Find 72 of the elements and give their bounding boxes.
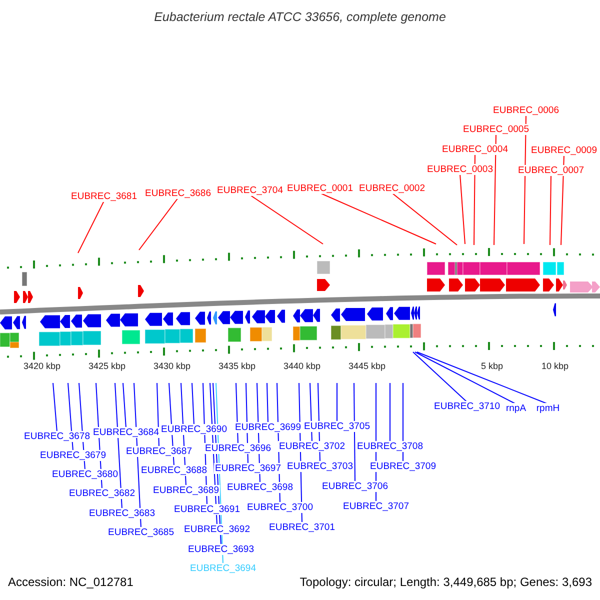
gene-label: EUBREC_3689 — [152, 485, 220, 496]
gene-label: rpmH — [535, 403, 561, 414]
scale-label: 3440 kbp — [283, 361, 321, 372]
gene-label: EUBREC_3698 — [226, 482, 294, 493]
scale-label: 5 kbp — [480, 361, 504, 372]
leader-line — [138, 198, 178, 250]
gene-label: EUBREC_3681 — [70, 191, 138, 202]
gene-label: EUBREC_0009 — [530, 145, 598, 156]
scale-label: 3430 kbp — [153, 361, 191, 372]
leader-line — [560, 154, 564, 246]
gene-label: EUBREC_3686 — [144, 188, 212, 199]
leader-line — [250, 194, 324, 244]
gene-label: EUBREC_3691 — [173, 504, 241, 515]
gene-label: EUBREC_0001 — [286, 183, 354, 194]
leader-line — [550, 174, 552, 246]
gene-label: EUBREC_0002 — [358, 183, 426, 194]
accession-text: Accession: NC_012781 — [8, 575, 134, 589]
gene-label: EUBREC_3705 — [303, 421, 371, 432]
gene-label: EUBREC_3706 — [321, 481, 389, 492]
gene-label: EUBREC_3708 — [356, 441, 424, 452]
gene-label: EUBREC_0005 — [462, 124, 530, 135]
genome-info-text: Topology: circular; Length: 3,449,685 bp; Genes: 3,693 — [300, 575, 592, 589]
gene-label: EUBREC_3680 — [51, 469, 119, 480]
leader-line — [122, 382, 126, 428]
gene-label: EUBREC_3693 — [187, 544, 255, 555]
leader-line — [460, 174, 466, 244]
gene-label: EUBREC_3703 — [286, 461, 354, 472]
scale-label: 3435 kbp — [218, 361, 256, 372]
leader-line — [494, 134, 496, 246]
chart-title: Eubacterium rectale ATCC 33656, complete genome — [153, 10, 447, 24]
scale-label: 3420 kbp — [23, 361, 61, 372]
gene-label: EUBREC_0003 — [426, 164, 494, 175]
gene-label: EUBREC_3699 — [234, 422, 302, 433]
gene-label: EUBREC_3696 — [204, 443, 272, 454]
leader-line — [78, 200, 104, 254]
gene-label: EUBREC_3702 — [278, 441, 346, 452]
gene-label: EUBREC_3707 — [342, 501, 410, 512]
gene-label: EUBREC_3688 — [140, 465, 208, 476]
gene-label: EUBREC_3709 — [369, 461, 437, 472]
leader-line — [320, 192, 436, 244]
leader-line — [416, 352, 548, 404]
gene-label: EUBREC_3700 — [246, 502, 314, 513]
scale-label: 10 kbp — [541, 361, 569, 372]
scale-label: 3425 kbp — [88, 361, 126, 372]
gene-label: EUBREC_3694 — [189, 563, 257, 574]
leader-line — [392, 192, 458, 246]
leader-line — [474, 154, 476, 246]
leader-line — [354, 382, 356, 482]
leader-line — [336, 382, 338, 422]
gene-label: EUBREC_3684 — [92, 427, 160, 438]
leader-line — [412, 352, 468, 402]
gene-label: EUBREC_3682 — [68, 488, 136, 499]
leader-line — [266, 382, 268, 424]
leader-line — [52, 382, 58, 432]
scale-label: 3445 kbp — [348, 361, 386, 372]
gene-label: EUBREC_0007 — [517, 165, 585, 176]
gene-label: EUBREC_3678 — [23, 431, 91, 442]
gene-label: EUBREC_3704 — [216, 185, 284, 196]
gene-label: EUBREC_3697 — [214, 463, 282, 474]
gene-label: EUBREC_3692 — [183, 524, 251, 535]
gene-label: rnpA — [504, 403, 528, 414]
gene-label: EUBREC_0006 — [492, 105, 560, 116]
gene-label: EUBREC_3683 — [88, 508, 156, 519]
gene-label: EUBREC_3679 — [39, 450, 107, 461]
gene-label: EUBREC_3687 — [125, 446, 193, 457]
gene-label: EUBREC_3701 — [268, 522, 336, 533]
gene-label: EUBREC_3710 — [433, 401, 501, 412]
gene-label: EUBREC_0004 — [441, 144, 509, 155]
leader-line — [414, 352, 516, 404]
leader-line — [192, 382, 194, 426]
gene-label: EUBREC_3690 — [160, 424, 228, 435]
gene-label: EUBREC_3685 — [107, 527, 175, 538]
